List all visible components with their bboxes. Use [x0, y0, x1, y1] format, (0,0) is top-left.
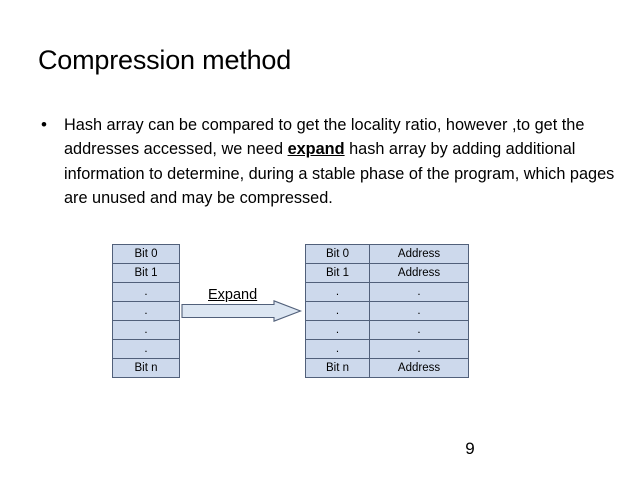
cell-bit: Bit 0 — [305, 244, 370, 264]
bullet-marker-icon: • — [41, 115, 47, 134]
cell-bit: . — [112, 339, 180, 359]
table-row: Bit n Address — [305, 358, 469, 378]
table-row: . . — [305, 282, 469, 302]
cell-address: . — [369, 320, 469, 340]
paragraph-emphasis-expand: expand — [287, 140, 345, 159]
table-row: . — [112, 320, 180, 340]
hash-array-table-left: Bit 0 Bit 1 . . . . Bit n — [112, 244, 180, 378]
bullet-paragraph: Hash array can be compared to get the lo… — [64, 116, 614, 207]
cell-address: Address — [369, 358, 469, 378]
paragraph-part-1: Hash array can be compared to get the lo… — [64, 116, 585, 159]
cell-bit: . — [112, 320, 180, 340]
table-row: . — [112, 282, 180, 302]
cell-bit: . — [112, 282, 180, 302]
right-block-arrow-icon — [181, 300, 302, 322]
cell-address: Address — [369, 263, 469, 283]
cell-bit: . — [305, 339, 370, 359]
cell-bit: . — [305, 301, 370, 321]
cell-address: . — [369, 301, 469, 321]
cell-bit: Bit n — [305, 358, 370, 378]
cell-address: . — [369, 339, 469, 359]
cell-bit: Bit 1 — [305, 263, 370, 283]
cell-bit: Bit 1 — [112, 263, 180, 283]
bullet-list-item: • Hash array can be compared to get the … — [38, 113, 616, 211]
cell-bit: . — [305, 320, 370, 340]
table-row: Bit n — [112, 358, 180, 378]
cell-bit: Bit n — [112, 358, 180, 378]
table-row: . . — [305, 339, 469, 359]
table-row: Bit 1 Address — [305, 263, 469, 283]
table-row: Bit 1 — [112, 263, 180, 283]
cell-bit: . — [305, 282, 370, 302]
table-row: . . — [305, 301, 469, 321]
table-row: . — [112, 339, 180, 359]
page-title: Compression method — [38, 45, 292, 75]
table-row: Bit 0 — [112, 244, 180, 264]
table-row: Bit 0 Address — [305, 244, 469, 264]
cell-bit: . — [112, 301, 180, 321]
hash-array-table-right: Bit 0 Address Bit 1 Address . . . . . . … — [305, 244, 469, 378]
paragraph-part-3: hash array by adding additional informat… — [64, 140, 615, 208]
table-row: . — [112, 301, 180, 321]
cell-bit: Bit 0 — [112, 244, 180, 264]
cell-address: . — [369, 282, 469, 302]
expand-arrow-label: Expand — [208, 287, 258, 303]
body-content: • Hash array can be compared to get the … — [38, 113, 616, 211]
page-number: 9 — [465, 439, 475, 458]
cell-address: Address — [369, 244, 469, 264]
table-row: . . — [305, 320, 469, 340]
